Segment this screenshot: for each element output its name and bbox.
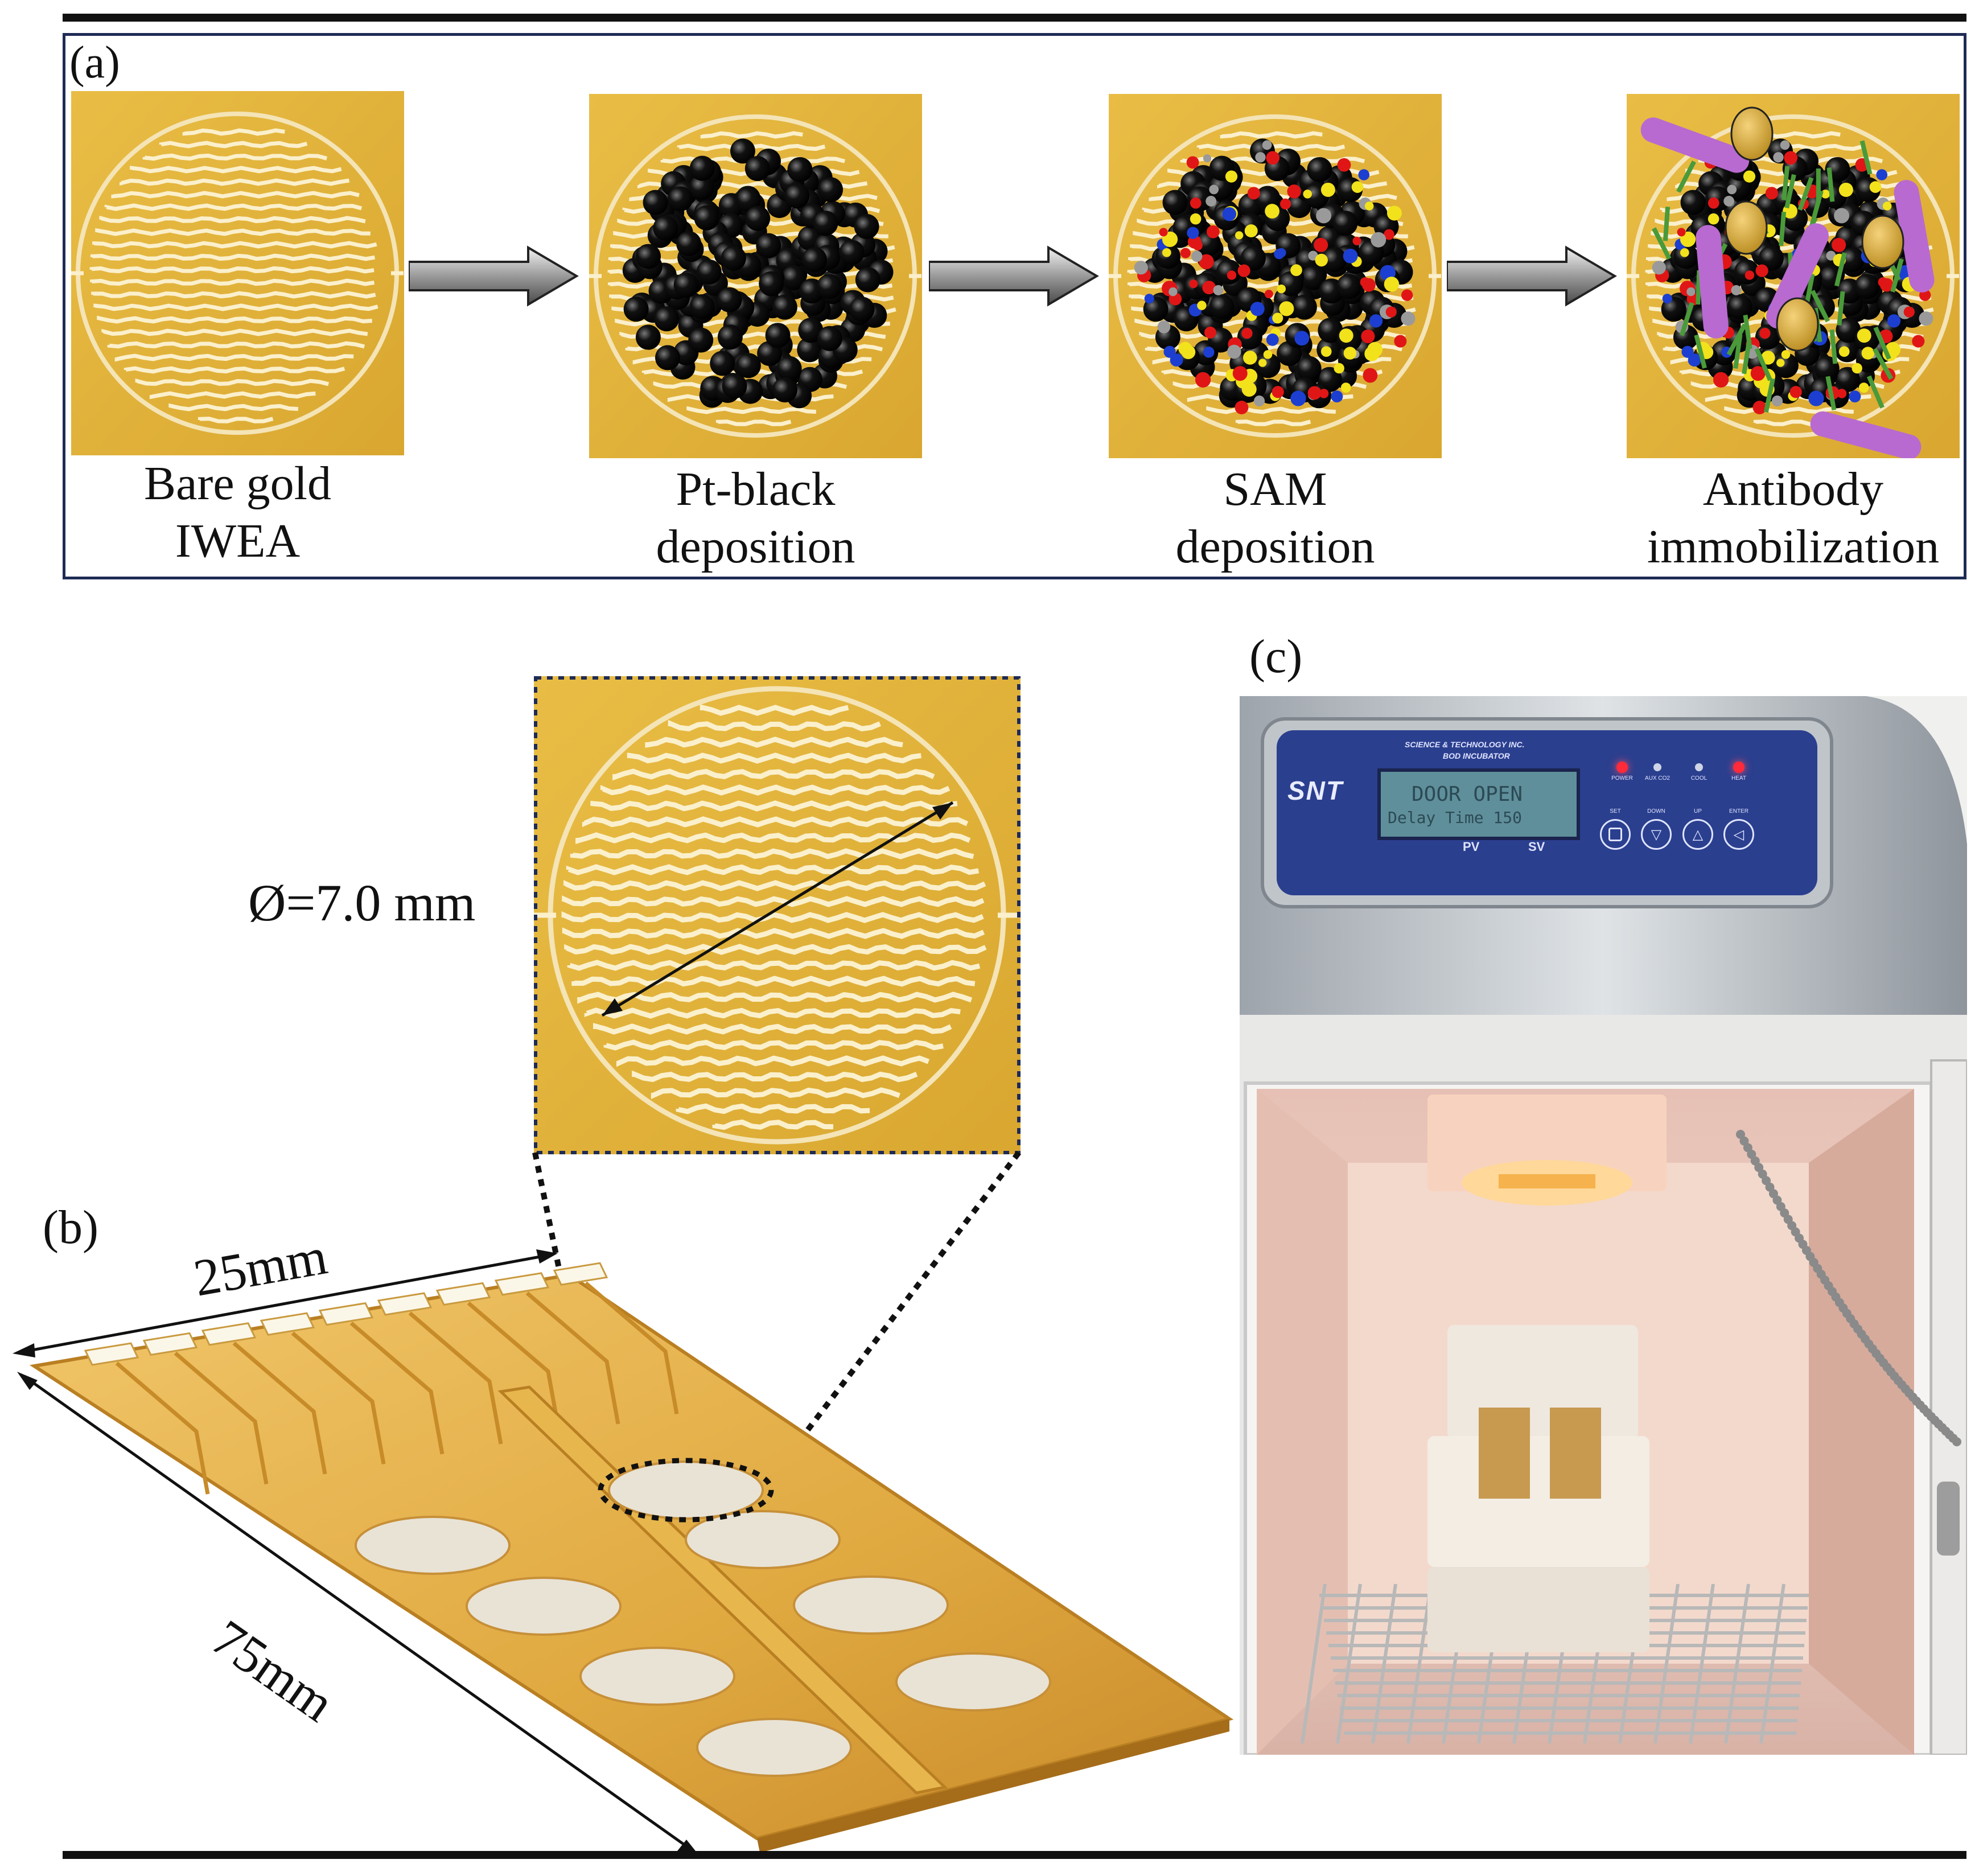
up-button-icon: △ bbox=[1682, 819, 1713, 850]
sv-label: SV bbox=[1528, 840, 1545, 854]
enter-button-icon: ◁ bbox=[1723, 819, 1754, 850]
top-rule bbox=[63, 14, 1966, 22]
indicator-aux-co2: AUX CO2 bbox=[1640, 762, 1674, 781]
process-arrow-3 bbox=[1447, 245, 1617, 307]
caption-1-line1: Bare gold bbox=[144, 457, 331, 510]
bottom-rule bbox=[63, 1851, 1966, 1859]
caption-2-line1: Pt-black bbox=[676, 463, 836, 516]
lcd-line-1: DOOR OPEN bbox=[1412, 783, 1523, 806]
incubator-brand: SNT bbox=[1287, 776, 1343, 805]
caption-3-line1: SAM bbox=[1223, 463, 1327, 516]
down-button-icon: ▽ bbox=[1641, 819, 1672, 850]
step-caption-1: Bare gold IWEA bbox=[71, 455, 404, 570]
indicator-heat: HEAT bbox=[1722, 762, 1756, 781]
key-set: SET bbox=[1598, 808, 1632, 850]
step-caption-3: SAM deposition bbox=[1109, 461, 1442, 576]
panel-c-label: (c) bbox=[1249, 630, 1303, 683]
caption-4-line2: immobilization bbox=[1647, 520, 1940, 573]
panel-b-label: (b) bbox=[43, 1201, 98, 1254]
key-down: DOWN ▽ bbox=[1639, 808, 1673, 850]
indicator-cool: COOL bbox=[1682, 762, 1716, 781]
chip-dimension-arrows bbox=[13, 1249, 700, 1857]
step-caption-2: Pt-black deposition bbox=[589, 461, 922, 576]
incubator-photo bbox=[1240, 696, 1967, 1755]
sensor-chip bbox=[29, 1262, 1234, 1853]
caption-1-line2: IWEA bbox=[175, 514, 301, 567]
caption-3-line2: deposition bbox=[1175, 520, 1375, 573]
zoomed-electrode bbox=[534, 676, 1021, 1154]
antibody-electrode bbox=[1627, 94, 1960, 458]
caption-2-line2: deposition bbox=[656, 520, 855, 573]
diameter-label: Ø=7.0 mm bbox=[248, 874, 476, 932]
panel-a-label: (a) bbox=[69, 38, 120, 88]
key-enter: ENTER ◁ bbox=[1722, 808, 1756, 850]
bare-gold-electrode bbox=[71, 91, 404, 455]
pt-black-electrode bbox=[589, 94, 922, 458]
step-caption-4: Antibody immobilization bbox=[1627, 461, 1960, 576]
sam-electrode bbox=[1109, 94, 1442, 458]
panel-a-frame bbox=[63, 33, 1966, 579]
lcd-line-2: Delay Time 150 bbox=[1388, 808, 1523, 827]
incubator-company: SCIENCE & TECHNOLOGY INC. bbox=[1405, 740, 1525, 749]
key-up: UP △ bbox=[1681, 808, 1715, 850]
set-button-icon bbox=[1600, 819, 1631, 850]
pv-label: PV bbox=[1463, 840, 1480, 854]
incubator-model: BOD INCUBATOR bbox=[1443, 751, 1510, 760]
indicator-power: POWER bbox=[1605, 762, 1639, 781]
process-arrow-1 bbox=[409, 245, 579, 307]
process-arrow-2 bbox=[929, 245, 1099, 307]
caption-4-line1: Antibody bbox=[1702, 463, 1884, 516]
